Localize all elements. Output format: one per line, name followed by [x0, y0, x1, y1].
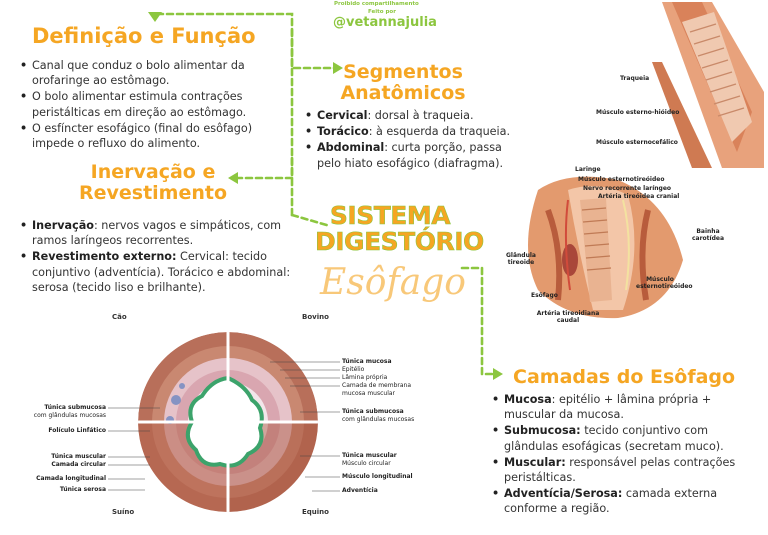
- list-item: Adventícia/Serosa: camada externa confor…: [492, 486, 754, 516]
- desc-toracico: : à esquerda da traqueia.: [368, 125, 511, 139]
- label-camada-longitudinal: Camada longitudinal: [36, 475, 106, 482]
- list-item: Revestimento externo: Cervical: tecido c…: [20, 249, 292, 295]
- label-camada-membrana: Camada de membrana: [342, 382, 411, 389]
- desc-submucosa: tecido conjuntivo com glândulas esofágic…: [504, 424, 724, 453]
- author-handle: @vetannajulia: [333, 15, 437, 30]
- desc-cervical: : dorsal à traqueia.: [367, 109, 474, 122]
- label-esternotireoideo-2: Músculo esternotireóideo: [636, 276, 693, 290]
- desc-mucosa: : epitélio + lâmina própria + muscular d…: [504, 393, 712, 422]
- title-esofago: Esôfago: [320, 262, 466, 303]
- species-bovino: Bovino: [302, 313, 329, 321]
- heading-segmentos-line2: Anatômicos: [340, 82, 466, 104]
- label-camada-circular: Camada circular: [51, 461, 106, 468]
- label-tunica-submucosa-r: Túnica submucosa: [342, 408, 404, 415]
- label-nervo-recorrente: Nervo recorrente laríngeo: [583, 185, 672, 192]
- desc-adventicia: camada externa conforme a região.: [504, 487, 718, 516]
- label-tunica-muscular-r: Túnica muscular: [342, 452, 397, 459]
- term-revestimento: Revestimento externo:: [32, 250, 177, 264]
- label-bainha-carotidea: Bainha carotídea: [691, 228, 725, 242]
- label-tunica-muscular-l: Túnica muscular: [51, 453, 106, 460]
- label-epitelio: Epitélio: [342, 366, 365, 373]
- esophagus-cross-section: [138, 332, 318, 512]
- label-com-glandulas-r: com glândulas mucosas: [342, 416, 415, 423]
- label-esternotireoideo-1: Músculo esternotireóideo: [578, 176, 665, 183]
- label-arteria-caudal: Artéria tireoidiana caudal: [536, 310, 600, 324]
- heading-inervacao-line1: Inervação e: [90, 161, 216, 183]
- trachea-illustration: [652, 2, 764, 168]
- list-item: Abdominal: curta porção, passa pelo hiat…: [305, 140, 517, 170]
- list-item: Canal que conduz o bolo alimentar da oro…: [20, 58, 266, 88]
- list-item: Cervical: dorsal à traqueia.: [305, 108, 517, 123]
- term-inervacao: Inervação: [32, 219, 94, 232]
- species-cao: Cão: [112, 313, 127, 321]
- list-segmentos: Cervical: dorsal à traqueia. Torácico: à…: [305, 108, 517, 172]
- species-suino: Suíno: [112, 508, 135, 516]
- label-foliculo-linfatico: Folículo Linfático: [48, 427, 106, 434]
- heading-segmentos-line1: Segmentos: [343, 61, 463, 83]
- label-esternocefalico: Músculo esternocefálico: [596, 139, 678, 146]
- credit-line-1: Proibido compartilhamento: [334, 1, 419, 7]
- label-musculo-longitudinal: Músculo longitudinal: [342, 473, 413, 480]
- list-definicao: Canal que conduz o bolo alimentar da oro…: [20, 58, 266, 152]
- label-adventicia: Adventícia: [342, 487, 378, 494]
- label-esofago: Esôfago: [531, 292, 558, 299]
- list-camadas: Mucosa: epitélio + lâmina própria + musc…: [492, 392, 754, 518]
- list-item: Mucosa: epitélio + lâmina própria + musc…: [492, 392, 754, 422]
- desc-muscular: responsável pelas contrações peristáltic…: [504, 455, 736, 485]
- heading-segmentos: Segmentos Anatômicos: [318, 62, 488, 104]
- label-musculo-circular: Músculo circular: [342, 460, 391, 467]
- neck-dissection-illustration: [528, 176, 683, 319]
- label-esterno-hioideo: Músculo esterno-hióideo: [596, 109, 680, 116]
- title-digestorio: DIGESTÓRIO: [315, 227, 485, 256]
- term-mucosa: Mucosa: [504, 393, 552, 406]
- heading-inervacao-line2: Revestimento: [78, 182, 228, 204]
- label-com-glandulas-l: com glândulas mucosas: [33, 412, 106, 419]
- heading-camadas: Camadas do Esôfago: [513, 366, 736, 388]
- label-traqueia: Traqueia: [620, 75, 650, 82]
- label-tunica-serosa: Túnica serosa: [59, 486, 106, 493]
- term-adventicia: Adventícia/Serosa:: [504, 487, 623, 501]
- list-item: O esfíncter esofágico (final do esôfago)…: [20, 121, 266, 151]
- term-cervical: Cervical: [317, 109, 368, 122]
- heading-inervacao: Inervação e Revestimento: [60, 162, 246, 204]
- label-tunica-mucosa: Túnica mucosa: [342, 358, 392, 365]
- desc-abdominal: : curta porção, passa pelo hiato esofági…: [317, 141, 504, 170]
- label-arteria-cranial: Artéria tireóidea cranial: [598, 193, 680, 200]
- term-abdominal: Abdominal: [317, 141, 385, 155]
- label-laringe: Laringe: [575, 166, 601, 173]
- list-item: Inervação: nervos vagos e simpáticos, co…: [20, 218, 292, 248]
- species-equino: Equino: [302, 508, 329, 516]
- desc-inervacao: : nervos vagos e simpáticos, com ramos l…: [32, 219, 282, 248]
- term-muscular: Muscular:: [504, 455, 566, 469]
- term-submucosa: Submucosa:: [504, 424, 581, 438]
- heading-definicao: Definição e Função: [32, 24, 256, 48]
- label-lamina-propria: Lâmina própria: [342, 374, 388, 381]
- desc-revestimento: Cervical: tecido conjuntivo (adventícia)…: [32, 250, 291, 294]
- label-tunica-submucosa-l: Túnica submucosa: [44, 404, 106, 411]
- credit-line-2: Feito por: [368, 9, 396, 15]
- label-mucosa-muscular: mucosa muscular: [342, 390, 396, 397]
- list-item: Muscular: responsável pelas contrações p…: [492, 455, 754, 485]
- list-item: Submucosa: tecido conjuntivo com glândul…: [492, 423, 754, 453]
- term-toracico: Torácico: [317, 125, 369, 139]
- list-item: O bolo alimentar estimula contrações per…: [20, 89, 266, 119]
- title-sistema: SISTEMA: [329, 201, 451, 230]
- label-glandula-tireoide: Glândula tireoide: [506, 252, 536, 266]
- list-inervacao: Inervação: nervos vagos e simpáticos, co…: [20, 218, 292, 296]
- list-item: Torácico: à esquerda da traqueia.: [305, 124, 517, 139]
